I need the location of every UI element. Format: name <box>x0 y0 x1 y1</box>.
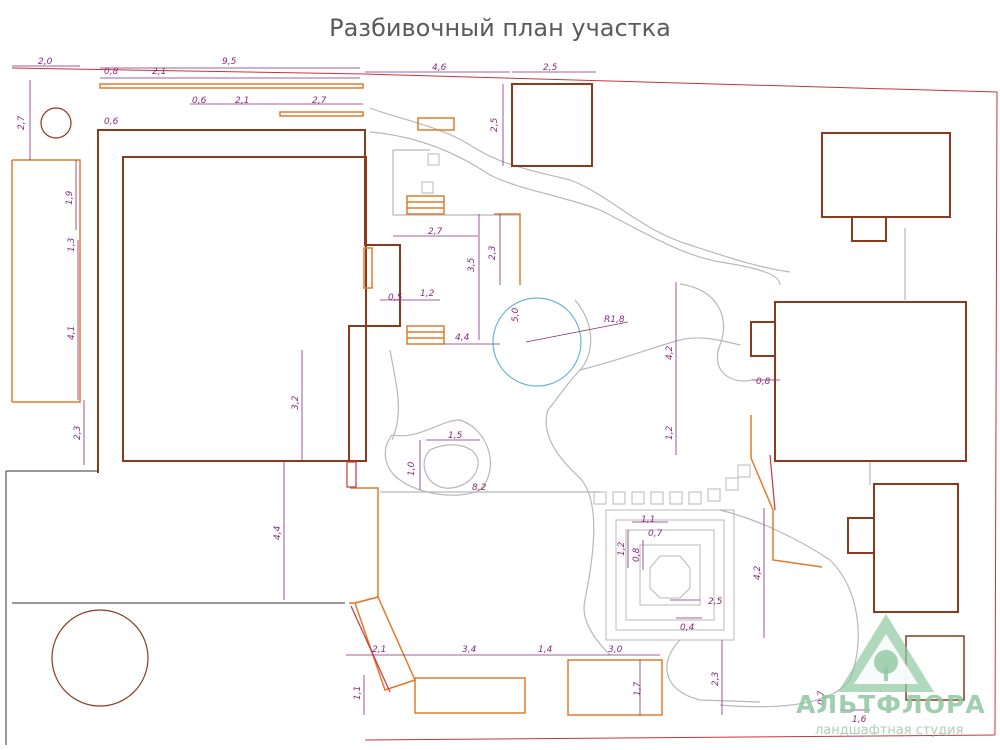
red-edging <box>346 454 776 693</box>
dim-label: 1,2 <box>617 541 627 556</box>
dim-label: 0,8 <box>756 377 771 387</box>
dim-label: 2,1 <box>372 645 386 655</box>
dim-label: 4,4 <box>273 525 283 540</box>
parterre-garden <box>605 509 735 641</box>
dim-label: 2,1 <box>152 67 166 77</box>
tree-circle <box>40 107 72 139</box>
dim-label: 4,1 <box>67 326 77 340</box>
garden-paths <box>369 107 906 708</box>
dim-label: 9,5 <box>222 57 237 67</box>
dim-label: 5,0 <box>511 307 521 322</box>
dim-label: 1,2 <box>420 289 435 299</box>
dim-label: 3,2 <box>291 395 301 410</box>
dim-label: 0,8 <box>632 547 642 562</box>
stepping-stones <box>421 153 751 505</box>
dim-label: 1,1 <box>641 515 655 525</box>
dim-label: 1,1 <box>353 686 363 700</box>
dim-label: 0,7 <box>648 529 663 539</box>
dim-label: 2,5 <box>708 597 723 607</box>
logo-name: АЛЬТФЛОРА <box>796 690 986 719</box>
fences-and-beds <box>11 83 823 716</box>
main-house <box>97 129 401 473</box>
tree-triangle-icon <box>838 614 934 692</box>
dim-label: 3,4 <box>462 645 477 655</box>
shed-top-small <box>417 117 455 131</box>
left-boundary <box>5 470 345 745</box>
dim-label: 1,2 <box>665 425 675 440</box>
dimension-labels: 2,0 0,8 2,1 9,5 0,6 2,1 2,7 0,6 2,7 1,9 … <box>17 57 867 725</box>
dim-label: 1,9 <box>65 190 75 205</box>
dim-label: 8,2 <box>472 483 487 493</box>
dim-label: 3,0 <box>608 645 623 655</box>
dim-label: 1,6 <box>852 715 867 725</box>
dim-label: 2,3 <box>73 425 83 440</box>
dim-label: 2,5 <box>490 117 500 132</box>
logo-subtitle: ландшафтная студия <box>815 723 964 738</box>
dim-label: 0,5 <box>388 293 403 303</box>
dim-label: 1,7 <box>633 681 643 696</box>
dim-label: 2,5 <box>543 63 558 73</box>
dim-label: 2,7 <box>312 96 327 106</box>
dim-label: 0,8 <box>104 67 119 77</box>
dim-label: 3,5 <box>467 257 477 272</box>
pond <box>492 297 582 387</box>
dim-label: 1,5 <box>448 431 463 441</box>
dim-label: 0,6 <box>192 96 207 106</box>
dim-label: 2,0 <box>38 57 53 67</box>
page-title: Разбивочный план участка <box>329 14 671 42</box>
dim-label: 2,3 <box>488 245 498 260</box>
dim-label: 4,2 <box>753 565 763 580</box>
round-bed <box>51 609 149 707</box>
dim-label: R1,8 <box>604 315 625 325</box>
dim-label: 4,4 <box>455 333 470 343</box>
dim-label: 2,7 <box>428 227 443 237</box>
right-buildings <box>750 132 967 613</box>
dim-label: 0,7 <box>817 690 827 705</box>
dim-label: 0,4 <box>680 623 695 633</box>
shed-top <box>511 83 593 167</box>
dim-label: 2,1 <box>235 96 249 106</box>
dim-label: 1,4 <box>538 645 553 655</box>
site-boundary <box>11 67 998 741</box>
dim-label: 2,7 <box>17 115 27 130</box>
dim-label: 4,2 <box>665 345 675 360</box>
dimension-lines <box>12 65 870 715</box>
dim-label: 1,3 <box>67 237 77 252</box>
dim-label: 2,3 <box>711 671 721 686</box>
dim-label: 0,6 <box>104 117 119 127</box>
dim-label: 4,6 <box>432 63 447 73</box>
dim-label: 1,0 <box>407 461 417 476</box>
